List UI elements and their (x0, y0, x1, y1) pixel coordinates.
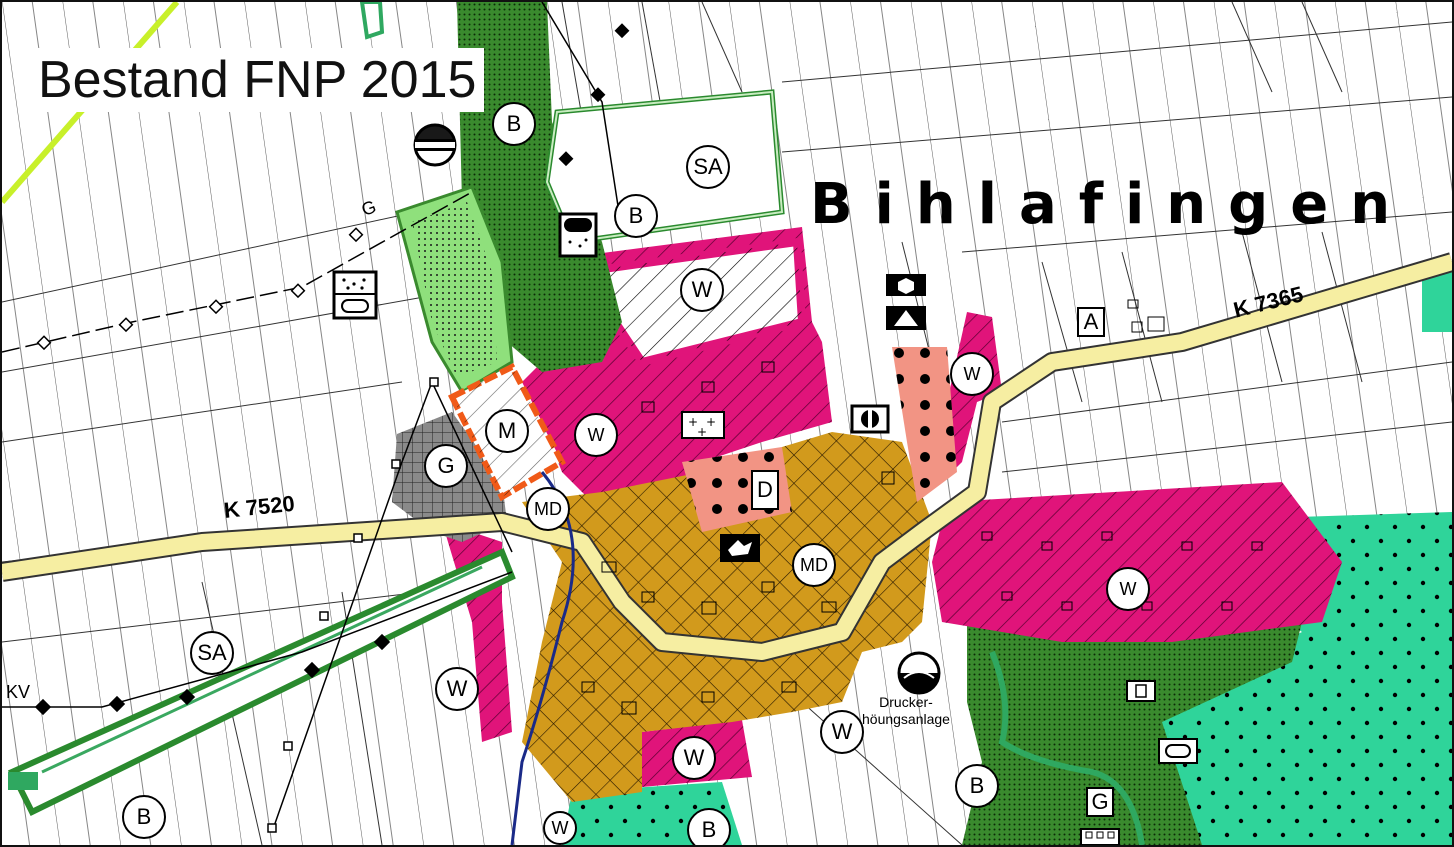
buildings (581, 299, 1263, 715)
map-title: Bestand FNP 2015 (30, 48, 485, 112)
cemetery-icon: + + + (681, 411, 725, 439)
fire-station-icon (720, 534, 760, 562)
svg-text:+: + (706, 415, 716, 429)
zone-label-w-center[interactable]: W (574, 413, 618, 457)
zone-label-b-northeast[interactable]: B (614, 194, 658, 238)
green-strip-southwest (7, 547, 516, 817)
zone-label-sa-north[interactable]: SA (686, 145, 730, 189)
zone-label-w-east[interactable]: W (950, 352, 994, 396)
main-roads (2, 252, 1452, 662)
pressure-booster-label-line1: Drucker- (879, 694, 933, 710)
zone-label-b-southwest[interactable]: B (122, 795, 166, 839)
line-letter-kv: KV (6, 682, 31, 702)
zone-label-sa-southwest[interactable]: SA (190, 631, 234, 675)
pressure-booster-icon (897, 651, 941, 695)
green-strip-endcap (8, 772, 38, 790)
waste-bin-icon (1126, 680, 1156, 702)
zone-label-b-north[interactable]: B (492, 102, 536, 146)
zone-label-w-west[interactable]: W (435, 667, 479, 711)
zone-label-b-south[interactable]: B (687, 808, 731, 845)
zone-label-b-southeast[interactable]: B (955, 764, 999, 808)
pressure-booster-label: Drucker- höungsanlage (862, 694, 950, 728)
zone-label-g[interactable]: G (424, 444, 468, 488)
box-label-a[interactable]: A (1077, 307, 1105, 337)
water-tank-icon (413, 123, 457, 167)
box-label-g[interactable]: G (1086, 787, 1114, 817)
zone-label-w-south[interactable]: W (672, 736, 716, 780)
town-name: Bihlafingen (810, 172, 1413, 237)
pressure-booster-label-line2: höungsanlage (862, 711, 950, 727)
zone-label-m[interactable]: M (485, 409, 529, 453)
zone-label-md-center[interactable]: MD (792, 543, 836, 587)
svg-text:+: + (688, 415, 698, 429)
zone-label-w-southeast[interactable]: W (1106, 567, 1150, 611)
zone-label-md-west[interactable]: MD (526, 487, 570, 531)
green-area-sa-north-inner (545, 90, 784, 244)
green-corridor-north (359, 2, 622, 395)
zone-label-w-bottom[interactable]: W (543, 811, 577, 845)
green-strip-southwest-path (41, 565, 483, 774)
community-facility-areas (682, 347, 957, 532)
sewage-plant-icon (332, 270, 378, 320)
village-core (522, 432, 932, 802)
svg-text:+: + (697, 425, 707, 439)
sewage-plant-north-icon (558, 212, 598, 258)
stream-southeast (989, 650, 1145, 845)
green-belt-southeast (962, 622, 1302, 845)
utility-line-diamonds (2, 2, 630, 833)
zone-label-w-southcenter[interactable]: W (820, 710, 864, 754)
water-supply-icon (850, 404, 890, 434)
forest-east-pattern (1132, 512, 1452, 845)
facility-grid-icon (1080, 828, 1120, 845)
church-school-icon (886, 274, 926, 330)
box-label-d[interactable]: D (751, 470, 779, 510)
basin-icon (1158, 738, 1198, 764)
forest-east-edge (1422, 272, 1452, 332)
zone-label-w-north[interactable]: W (680, 268, 724, 312)
